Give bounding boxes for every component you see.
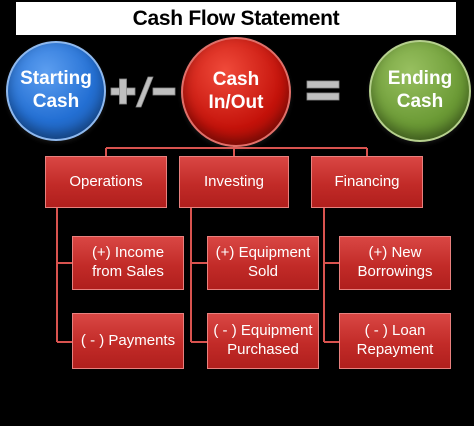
page-title: Cash Flow Statement [132,6,340,30]
operations-box: Operations [45,156,167,208]
investing-box: Investing [179,156,289,208]
income-from-sales-box: (+) Income from Sales [72,236,184,290]
new-borrowings-label: (+) New Borrowings [357,244,433,280]
cash-in-out-label: Cash In/Out [208,69,264,113]
operations-label: Operations [69,172,143,190]
investing-label: Investing [203,172,265,190]
new-borrowings-box: (+) New Borrowings [339,236,451,290]
loan-repayment-label: ( - ) Loan Repayment [356,322,434,358]
ending-cash-label: Ending Cash [387,68,453,112]
equals-icon [306,80,340,101]
equipment-purchased-box: ( - ) Equipment Purchased [207,313,319,369]
payments-box: ( - ) Payments [72,313,184,369]
starting-cash-circle: Starting Cash [6,41,106,141]
starting-cash-label: Starting Cash [20,68,92,112]
payments-label: ( - ) Payments [80,331,176,349]
financing-label: Financing [334,172,400,190]
plus-minus-icon [110,76,176,108]
cash-in-out-circle: Cash In/Out [181,37,291,147]
title-bar: Cash Flow Statement [16,2,456,35]
financing-box: Financing [311,156,423,208]
equipment-purchased-label: ( - ) Equipment Purchased [213,322,313,358]
loan-repayment-box: ( - ) Loan Repayment [339,313,451,369]
income-from-sales-label: (+) Income from Sales [91,244,165,280]
ending-cash-circle: Ending Cash [369,40,471,142]
equipment-sold-label: (+) Equipment Sold [215,244,311,280]
equipment-sold-box: (+) Equipment Sold [207,236,319,290]
